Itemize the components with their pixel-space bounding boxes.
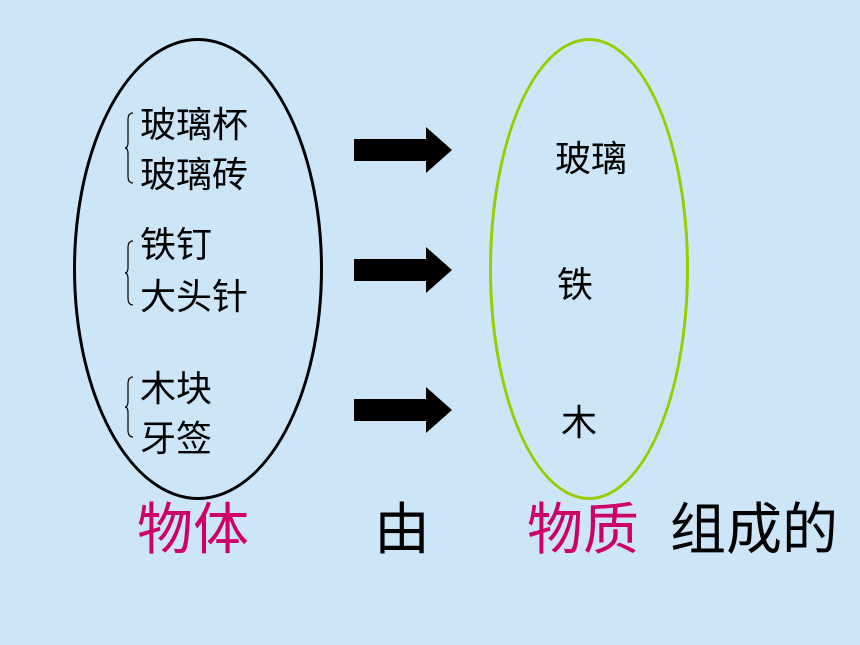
- brace-icon: [124, 240, 134, 306]
- label-by: 由: [374, 498, 430, 563]
- materials-ellipse: [489, 38, 689, 500]
- arrow-right-icon: [354, 387, 452, 433]
- object-iron-nail: 铁钉: [140, 225, 213, 266]
- brace-icon: [124, 112, 134, 184]
- label-object: 物体: [137, 498, 249, 563]
- material-iron: 铁: [557, 265, 594, 306]
- object-glass-cup: 玻璃杯: [140, 105, 249, 146]
- brace-icon: [124, 376, 134, 438]
- arrow-right-icon: [354, 247, 452, 293]
- arrow-right-icon: [354, 127, 452, 173]
- label-composed: 组成的: [670, 498, 838, 563]
- object-wood-block: 木块: [140, 369, 213, 410]
- object-glass-brick: 玻璃砖: [140, 155, 249, 196]
- material-wood: 木: [561, 403, 598, 444]
- label-substance: 物质: [527, 498, 639, 563]
- object-pin: 大头针: [140, 277, 249, 318]
- object-toothpick: 牙签: [140, 419, 213, 460]
- material-glass: 玻璃: [555, 139, 628, 180]
- objects-ellipse: [73, 38, 323, 500]
